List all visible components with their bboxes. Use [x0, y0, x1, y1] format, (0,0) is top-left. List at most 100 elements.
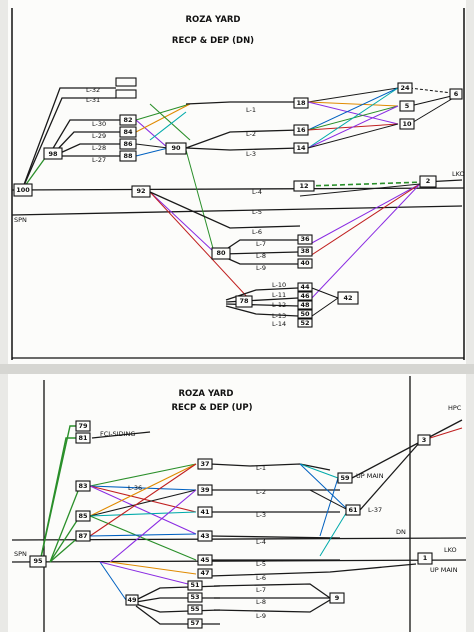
svg-text:46: 46 [300, 292, 310, 300]
bot-road-l7: L-7 [256, 586, 266, 594]
road-label-l11: L-11 [272, 291, 286, 299]
svg-text:84: 84 [123, 128, 133, 136]
road-label-l9: L-9 [256, 264, 266, 272]
svg-text:44: 44 [300, 283, 310, 291]
svg-text:100: 100 [16, 186, 30, 194]
svg-text:42: 42 [343, 294, 352, 302]
svg-text:37: 37 [200, 460, 209, 468]
svg-text:14: 14 [296, 144, 306, 152]
road-label-l1: L-1 [246, 106, 256, 114]
road-label-l32: L-32 [86, 86, 100, 94]
road-label-l2: L-2 [246, 130, 256, 138]
svg-text:39: 39 [200, 486, 210, 494]
svg-text:12: 12 [299, 182, 308, 190]
sheet-gap [0, 364, 474, 374]
top-end-lko: LKO [452, 170, 465, 178]
bottom-sheet [8, 374, 466, 632]
bot-road-upmain: UP MAIN [356, 472, 384, 480]
svg-text:38: 38 [300, 247, 310, 255]
bot-road-l37: L-37 [368, 506, 382, 514]
svg-text:53: 53 [190, 593, 199, 601]
top-subtitle: RECP & DEP (DN) [172, 36, 254, 46]
road-label-l6: L-6 [252, 228, 262, 236]
svg-text:87: 87 [78, 532, 87, 540]
road-label-l13: L-13 [272, 312, 286, 320]
svg-text:98: 98 [48, 150, 58, 158]
svg-text:16: 16 [296, 126, 306, 134]
road-label-l8: L-8 [256, 252, 266, 260]
svg-text:61: 61 [348, 506, 358, 514]
bot-road-l9: L-9 [256, 612, 266, 620]
svg-text:18: 18 [296, 99, 306, 107]
svg-text:59: 59 [340, 474, 350, 482]
road-label-l31: L-31 [86, 96, 100, 104]
svg-text:9: 9 [335, 594, 340, 602]
svg-text:80: 80 [216, 249, 226, 257]
svg-text:45: 45 [200, 556, 210, 564]
svg-text:90: 90 [171, 144, 181, 152]
bottom-end-upmain: UP MAIN [430, 566, 458, 574]
top-point-boxes: 100 98 82 84 86 88 90 92 80 78 18 16 14 … [13, 82, 463, 328]
road-label-l10: L-10 [272, 281, 286, 289]
top-main-line [11, 187, 465, 191]
svg-text:41: 41 [200, 508, 210, 516]
svg-text:36: 36 [300, 235, 310, 243]
svg-text:3: 3 [422, 436, 427, 444]
road-label-l5: L-5 [252, 208, 262, 216]
bot-road-l6: L-6 [256, 574, 266, 582]
svg-text:79: 79 [78, 422, 88, 430]
road-label-dn: DN [396, 528, 406, 536]
svg-text:95: 95 [33, 557, 43, 565]
bottom-end-hpc: HPC [448, 404, 462, 412]
bot-road-l8: L-8 [256, 598, 266, 606]
svg-text:10: 10 [402, 120, 412, 128]
svg-text:88: 88 [123, 152, 133, 160]
road-label-l7: L-7 [256, 240, 266, 248]
svg-text:5: 5 [405, 102, 410, 110]
svg-text:1: 1 [423, 554, 428, 562]
bot-road-l36: L-36 [128, 484, 142, 492]
top-title: ROZA YARD [186, 15, 241, 25]
svg-text:81: 81 [78, 434, 88, 442]
svg-text:40: 40 [300, 259, 310, 267]
svg-text:82: 82 [123, 116, 132, 124]
bottom-title: ROZA YARD [179, 389, 234, 399]
bottom-point-boxes: 79 81 83 85 87 37 39 41 43 45 47 49 51 5… [29, 420, 433, 629]
fci-siding-label: FCI-SIDING [100, 430, 135, 438]
svg-text:57: 57 [190, 619, 199, 627]
svg-text:51: 51 [190, 581, 200, 589]
svg-text:55: 55 [190, 605, 200, 613]
bot-road-l3: L-3 [256, 511, 266, 519]
svg-text:24: 24 [400, 84, 410, 92]
bottom-end-spn: SPN [14, 550, 27, 558]
road-label-l14: L-14 [272, 320, 286, 328]
svg-text:47: 47 [200, 569, 209, 577]
road-label-l4: L-4 [252, 188, 262, 196]
top-end-spn: SPN [14, 216, 27, 224]
svg-text:48: 48 [300, 301, 310, 309]
svg-text:83: 83 [78, 482, 87, 490]
svg-text:92: 92 [136, 187, 145, 195]
bot-road-l4: L-4 [256, 538, 266, 546]
road-label-l28: L-28 [92, 144, 106, 152]
svg-text:2: 2 [426, 177, 431, 185]
road-label-l29: L-29 [92, 132, 106, 140]
svg-text:78: 78 [239, 297, 249, 305]
svg-text:85: 85 [78, 512, 88, 520]
road-label-l3: L-3 [246, 150, 256, 158]
svg-text:43: 43 [200, 532, 209, 540]
bot-road-l5: L-5 [256, 560, 266, 568]
svg-text:86: 86 [123, 140, 133, 148]
road-label-l12: L-12 [272, 301, 286, 309]
bottom-end-lko: LKO [444, 546, 457, 554]
bot-road-l2: L-2 [256, 488, 266, 496]
svg-text:52: 52 [300, 319, 309, 327]
svg-text:49: 49 [127, 596, 137, 604]
bottom-subtitle: RECP & DEP (UP) [171, 403, 252, 413]
top-spn-line [11, 205, 463, 216]
svg-text:6: 6 [454, 90, 459, 98]
road-label-l27: L-27 [92, 156, 106, 164]
svg-text:50: 50 [300, 310, 310, 318]
